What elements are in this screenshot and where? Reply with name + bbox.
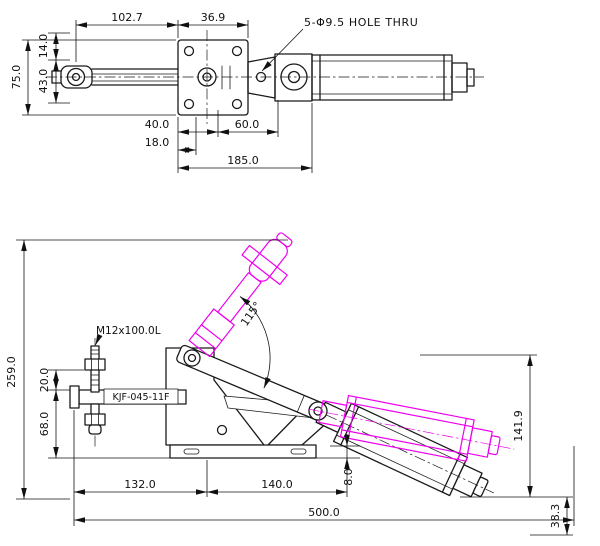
side-view: KJF-045-11F <box>5 232 575 536</box>
hex-nut <box>84 413 106 426</box>
angle-arc <box>239 296 271 389</box>
dim-edge-offset: 18.0 <box>145 136 170 149</box>
dim-base-rear: 140.0 <box>261 478 293 491</box>
mounting-hole <box>231 98 243 110</box>
dim-arm-length: 102.7 <box>111 11 143 24</box>
dim-base-front: 132.0 <box>124 478 156 491</box>
dim-overall-height-side: 259.0 <box>5 356 18 388</box>
dim-cylinder-drop: 38.3 <box>549 504 562 529</box>
side-view-dimensions: 115° M12x100.0L <box>5 239 575 536</box>
mounting-hole <box>231 45 243 57</box>
hole-callout: 5-Φ9.5 HOLE THRU <box>304 16 418 29</box>
angle-label: 115° <box>238 299 264 328</box>
phantom-handle <box>188 232 293 358</box>
dim-offset-top: 14.0 <box>37 34 50 59</box>
dim-base-thickness: 8.0 <box>342 468 355 486</box>
hex-nut <box>84 358 106 371</box>
dim-lower-height: 43.0 <box>37 69 50 94</box>
dim-bar-offset: 20.0 <box>38 368 51 393</box>
top-view-dimensions: 102.7 36.9 75.0 14.0 43.0 40.0 60.0 18.0… <box>10 11 418 173</box>
spindle-label-leader <box>95 333 103 346</box>
mounting-base <box>169 444 317 459</box>
dim-overall-length-side: 500.0 <box>308 506 340 519</box>
spindle-tip <box>88 424 102 435</box>
spindle-assembly <box>84 345 106 435</box>
dim-cylinder-height: 141.9 <box>512 410 525 442</box>
upper-pivot-pin <box>187 353 197 363</box>
mounting-hole <box>183 45 195 57</box>
spindle-end-block <box>60 65 93 89</box>
mounting-hole <box>255 71 267 83</box>
phantom-cylinder <box>308 394 515 462</box>
dim-body-width: 36.9 <box>201 11 226 24</box>
dim-hole-offset: 40.0 <box>145 118 170 131</box>
dim-overall-length-top: 185.0 <box>227 154 259 167</box>
model-label: KJF-045-11F <box>112 392 169 403</box>
phantom-spindle-pin <box>241 244 288 286</box>
dim-hole-pitch: 60.0 <box>235 118 260 131</box>
top-view-body <box>51 39 475 116</box>
clamp-body-top <box>177 39 249 116</box>
top-view: 102.7 36.9 75.0 14.0 43.0 40.0 60.0 18.0… <box>10 11 484 173</box>
model-label-box: KJF-045-11F <box>103 388 179 405</box>
dim-overall-height-top: 75.0 <box>10 65 23 90</box>
hole-note-leader <box>261 28 304 72</box>
air-cylinder-top <box>311 54 453 101</box>
base-slot <box>183 448 200 455</box>
body-hole <box>216 424 228 436</box>
mounting-hole <box>183 98 195 110</box>
dim-bar-height: 68.0 <box>38 412 51 437</box>
base-slot <box>290 448 307 455</box>
spindle-label: M12x100.0L <box>96 325 161 337</box>
